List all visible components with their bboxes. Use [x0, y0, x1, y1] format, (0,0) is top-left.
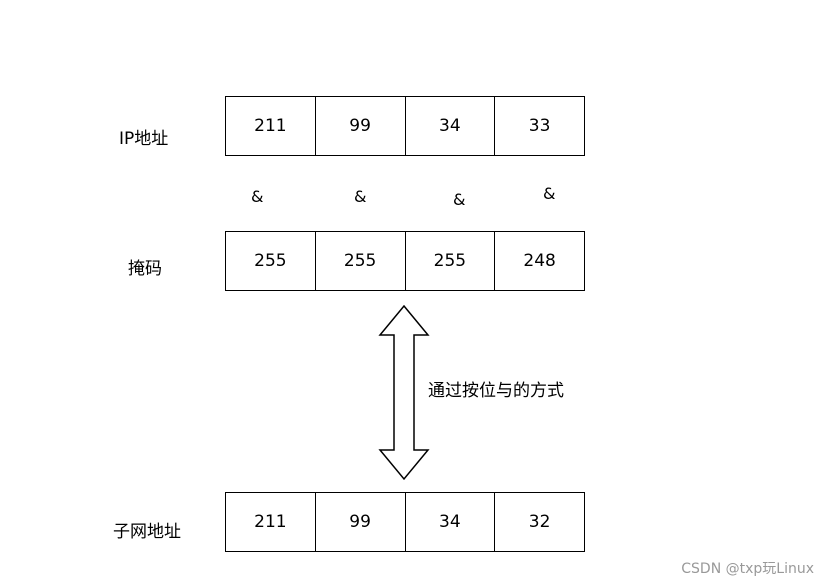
mask-cells: 255 255 255 248: [225, 231, 585, 291]
ip-address-label: IP地址: [119, 129, 169, 149]
mask-octet-2: 255: [316, 232, 406, 290]
watermark: CSDN @txp玩Linux: [681, 561, 814, 577]
subnet-octet-2: 99: [316, 493, 406, 551]
arrow-label: 通过按位与的方式: [428, 381, 564, 401]
and-operator-1: &: [251, 187, 264, 206]
ip-octet-4: 33: [528, 116, 551, 136]
mask-octet-1: 255: [226, 232, 316, 290]
and-operator-3: &: [453, 190, 466, 209]
mask-label: 掩码: [128, 259, 162, 279]
subnet-octet-4: 32: [528, 512, 551, 532]
ip-octet-1: 211: [226, 97, 316, 155]
subnet-address-cells: 211 99 34 32: [225, 492, 585, 552]
ip-octet-3: 34: [406, 97, 496, 155]
subnet-octet-3: 34: [406, 493, 496, 551]
subnet-address-label: 子网地址: [113, 522, 181, 542]
mask-octet-3: 255: [406, 232, 496, 290]
mask-octet-4: 248: [523, 251, 556, 271]
subnet-octet-1: 211: [226, 493, 316, 551]
ip-address-cells: 211 99 34 33: [225, 96, 585, 156]
and-operator-2: &: [354, 187, 367, 206]
double-arrow-icon: [378, 305, 430, 481]
ip-octet-2: 99: [316, 97, 406, 155]
and-operator-4: &: [543, 184, 556, 203]
